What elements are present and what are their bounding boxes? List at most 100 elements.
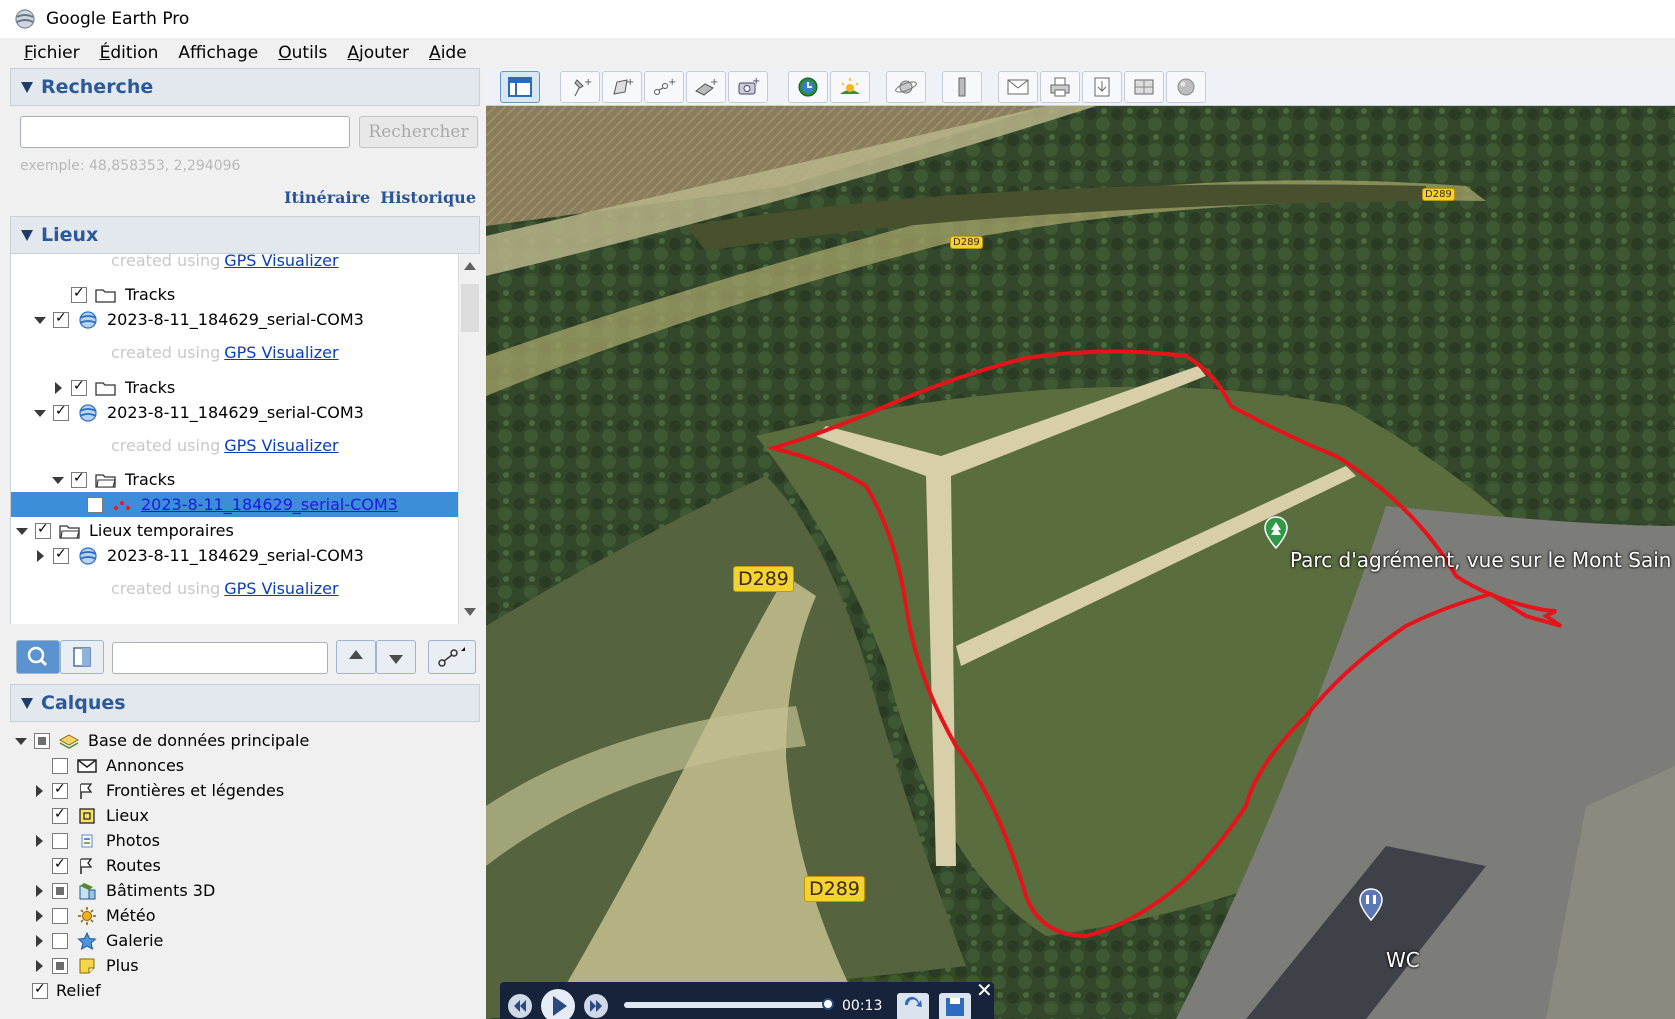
view-in-maps-button[interactable] <box>1124 71 1164 103</box>
expand-arrow-icon[interactable] <box>32 784 46 798</box>
places-scrollbar[interactable] <box>458 254 480 624</box>
tree-item-selected-track[interactable]: 2023-8-11_184629_serial-COM3 <box>11 492 458 517</box>
expand-arrow-icon[interactable] <box>32 934 46 948</box>
visibility-checkbox[interactable] <box>34 732 50 749</box>
menu-edition[interactable]: Édition <box>99 43 159 63</box>
visibility-checkbox[interactable] <box>52 832 68 849</box>
panel-toggle-button[interactable] <box>60 640 104 674</box>
tree-item-tracks[interactable]: Tracks <box>51 375 175 400</box>
layers-tree[interactable]: Base de données principale Annonces Fron… <box>10 724 480 1019</box>
tree-item-track[interactable]: 2023-8-11_184629_serial-COM3 <box>33 543 364 568</box>
visibility-checkbox[interactable] <box>52 932 68 949</box>
expand-arrow-icon[interactable] <box>32 959 46 973</box>
visibility-checkbox[interactable] <box>71 470 87 488</box>
expand-arrow-icon[interactable] <box>15 524 29 538</box>
rewind-icon[interactable] <box>506 992 534 1019</box>
sidebar-toggle-button[interactable] <box>500 71 540 103</box>
ruler-button[interactable] <box>942 71 982 103</box>
move-up-button[interactable] <box>336 640 376 674</box>
gps-visualizer-link[interactable]: GPS Visualizer <box>224 254 339 270</box>
layer-item-weather[interactable]: Météo <box>32 903 156 928</box>
layer-item-more[interactable]: Plus <box>32 953 139 978</box>
menu-fichier[interactable]: Fichier <box>24 43 80 63</box>
slider-handle[interactable] <box>822 998 834 1010</box>
map-view[interactable]: + + + + + <box>486 68 1675 1019</box>
search-button[interactable]: Rechercher <box>359 116 478 148</box>
switch-planet-button[interactable] <box>886 71 926 103</box>
layer-item-gallery[interactable]: Galerie <box>32 928 163 953</box>
sunlight-button[interactable] <box>830 71 870 103</box>
earth-view-button[interactable] <box>1166 71 1206 103</box>
visibility-checkbox[interactable] <box>52 781 68 799</box>
layer-item-photos[interactable]: Photos <box>32 828 160 853</box>
close-icon[interactable]: ✕ <box>976 978 993 1002</box>
places-tree[interactable]: created using GPS Visualizer Tracks 2023… <box>10 254 458 624</box>
visibility-checkbox[interactable] <box>52 907 68 924</box>
add-overlay-button[interactable]: + <box>686 71 726 103</box>
menu-outils[interactable]: Outils <box>278 43 328 63</box>
expand-arrow-icon[interactable] <box>33 406 47 420</box>
layer-item-3d-buildings[interactable]: Bâtiments 3D <box>32 878 215 903</box>
tree-item-track[interactable]: 2023-8-11_184629_serial-COM3 <box>33 400 364 425</box>
menu-affichage[interactable]: Affichage <box>178 43 259 63</box>
visibility-checkbox[interactable] <box>52 757 68 774</box>
layer-item-announcements[interactable]: Annonces <box>32 753 184 778</box>
layer-item-primary-database[interactable]: Base de données principale <box>14 728 309 753</box>
tree-item-tracks[interactable]: Tracks <box>51 467 175 492</box>
tour-button[interactable] <box>428 640 476 674</box>
history-link[interactable]: Historique <box>380 188 476 207</box>
visibility-checkbox[interactable] <box>87 495 103 513</box>
repeat-icon[interactable] <box>896 992 930 1019</box>
expand-arrow-icon[interactable] <box>32 834 46 848</box>
visibility-checkbox[interactable] <box>71 285 87 303</box>
scroll-thumb[interactable] <box>461 284 479 332</box>
menu-aide[interactable]: Aide <box>429 43 467 63</box>
search-places-button[interactable] <box>16 640 60 674</box>
visibility-checkbox[interactable] <box>52 856 68 874</box>
expand-arrow-icon[interactable] <box>33 549 47 563</box>
fast-forward-icon[interactable] <box>582 992 610 1019</box>
visibility-checkbox[interactable] <box>71 378 87 396</box>
search-input[interactable] <box>20 116 350 148</box>
itinerary-link[interactable]: Itinéraire <box>283 188 371 207</box>
visibility-checkbox[interactable] <box>53 310 69 328</box>
expand-arrow-icon[interactable] <box>51 473 65 487</box>
layer-item-roads[interactable]: Routes <box>32 853 161 878</box>
historical-imagery-button[interactable] <box>788 71 828 103</box>
visibility-checkbox[interactable] <box>52 806 68 824</box>
restroom-pin-icon[interactable] <box>1358 888 1384 922</box>
tree-item-tracks[interactable]: Tracks <box>51 282 175 307</box>
scroll-up-arrow-icon[interactable] <box>464 262 476 270</box>
play-icon[interactable] <box>538 986 578 1019</box>
visibility-checkbox[interactable] <box>52 957 68 974</box>
layer-item-places[interactable]: Lieux <box>32 803 149 828</box>
visibility-checkbox[interactable] <box>32 981 48 999</box>
gps-visualizer-link[interactable]: GPS Visualizer <box>224 343 339 362</box>
save-tour-icon[interactable] <box>938 992 972 1019</box>
add-path-button[interactable]: + <box>644 71 684 103</box>
tree-item-track[interactable]: 2023-8-11_184629_serial-COM3 <box>33 307 364 332</box>
email-button[interactable] <box>998 71 1038 103</box>
places-filter-input[interactable] <box>112 642 328 674</box>
expand-arrow-icon[interactable] <box>51 381 65 395</box>
layer-item-terrain[interactable]: Relief <box>32 978 101 1003</box>
tour-progress-slider[interactable] <box>624 1002 828 1008</box>
move-down-button[interactable] <box>376 640 416 674</box>
expand-arrow-icon[interactable] <box>14 734 28 748</box>
places-panel-header[interactable]: Lieux <box>10 216 480 254</box>
add-placemark-button[interactable]: + <box>560 71 600 103</box>
visibility-checkbox[interactable] <box>52 882 68 899</box>
scroll-down-arrow-icon[interactable] <box>464 608 476 616</box>
expand-arrow-icon[interactable] <box>33 313 47 327</box>
layers-panel-header[interactable]: Calques <box>10 684 480 722</box>
add-polygon-button[interactable]: + <box>602 71 642 103</box>
visibility-checkbox[interactable] <box>53 546 69 564</box>
expand-arrow-icon[interactable] <box>32 909 46 923</box>
menu-ajouter[interactable]: Ajouter <box>347 43 410 63</box>
expand-arrow-icon[interactable] <box>32 884 46 898</box>
print-button[interactable] <box>1040 71 1080 103</box>
gps-visualizer-link[interactable]: GPS Visualizer <box>224 436 339 455</box>
search-panel-header[interactable]: Recherche <box>10 68 480 106</box>
layer-item-borders-labels[interactable]: Frontières et légendes <box>32 778 284 803</box>
visibility-checkbox[interactable] <box>53 403 69 421</box>
